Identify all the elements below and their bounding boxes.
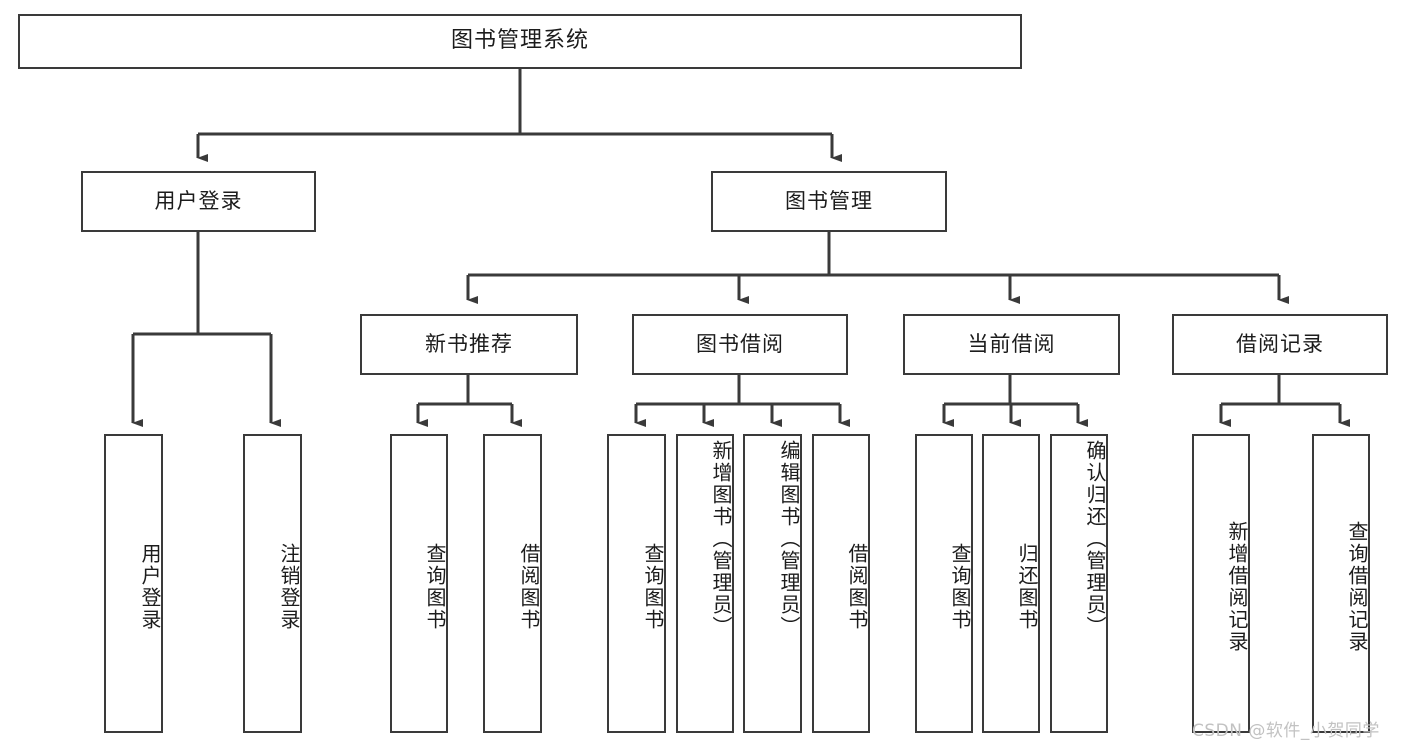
node-label: 图书管理 [785,188,873,213]
node-current-borrow[interactable]: 当前借阅 [903,314,1120,375]
node-label: 图书管理系统 [450,28,589,54]
leaf-current-borrow-return[interactable]: 归还图书 [982,434,1040,733]
node-label: 图书借阅 [696,331,784,356]
node-root-system[interactable]: 图书管理系统 [18,14,1022,69]
node-book-management[interactable]: 图书管理 [711,171,947,232]
node-label: 注销登录 [277,542,301,631]
leaf-current-borrow-query[interactable]: 查询图书 [915,434,973,733]
leaf-borrow-record-add[interactable]: 新增借阅记录 [1192,434,1250,733]
leaf-book-borrow-borrow[interactable]: 借阅图书 [812,434,870,733]
node-label: 确认归还（管理员） [1083,440,1107,638]
leaf-book-borrow-query[interactable]: 查询图书 [607,434,666,733]
leaf-user-login-login[interactable]: 用户登录 [104,434,163,733]
node-label: 新书推荐 [425,331,513,356]
node-label: 新增图书（管理员） [709,440,733,638]
node-label: 归还图书 [1015,542,1039,631]
csdn-watermark: CSDN @软件_小贺同学 [1192,721,1380,741]
node-label: 借阅图书 [517,542,541,631]
node-label: 借阅图书 [845,542,869,631]
node-label: 查询图书 [423,542,447,631]
leaf-user-login-logout[interactable]: 注销登录 [243,434,302,733]
node-borrow-record[interactable]: 借阅记录 [1172,314,1388,375]
node-new-book-recommend[interactable]: 新书推荐 [360,314,578,375]
node-label: 查询图书 [948,542,972,631]
leaf-book-borrow-edit[interactable]: 编辑图书（管理员） [743,434,802,733]
node-label: 查询借阅记录 [1345,520,1369,653]
node-user-login[interactable]: 用户登录 [81,171,316,232]
node-label: 用户登录 [138,542,162,631]
leaf-current-borrow-confirm-return[interactable]: 确认归还（管理员） [1050,434,1108,733]
node-label: 用户登录 [154,188,243,213]
node-label: 编辑图书（管理员） [777,440,801,638]
leaf-new-book-borrow[interactable]: 借阅图书 [483,434,542,733]
node-label: 当前借阅 [967,331,1056,356]
node-label: 新增借阅记录 [1225,520,1249,653]
node-book-borrow[interactable]: 图书借阅 [632,314,848,375]
node-label: 查询图书 [641,542,665,631]
leaf-new-book-query[interactable]: 查询图书 [390,434,448,733]
leaf-borrow-record-query[interactable]: 查询借阅记录 [1312,434,1370,733]
leaf-book-borrow-add[interactable]: 新增图书（管理员） [676,434,734,733]
node-label: 借阅记录 [1236,331,1324,356]
